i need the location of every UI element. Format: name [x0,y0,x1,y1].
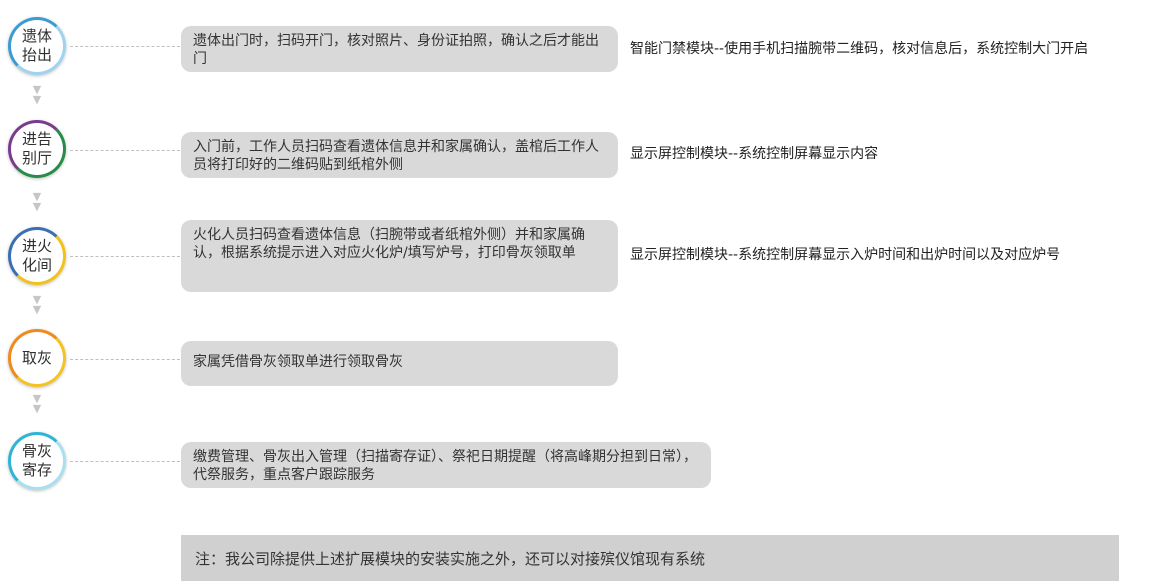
connector-dash [70,256,180,257]
down-arrow-icon: ▼▼ [32,392,42,415]
module-description: 显示屏控制模块--系统控制屏幕显示入炉时间和出炉时间以及对应炉号 [630,247,1061,263]
flow-step-5: 骨灰寄存 缴费管理、骨灰出入管理（扫描寄存证）、祭祀日期提醒（将高峰期分担到日常… [0,420,1155,500]
module-description: 智能门禁模块--使用手机扫描腕带二维码，核对信息后，系统控制大门开启 [630,41,1089,57]
down-arrow-icon: ▼▼ [32,83,42,106]
down-arrow-icon: ▼▼ [32,190,42,213]
footer-note: 注：我公司除提供上述扩展模块的安装实施之外，还可以对接殡仪馆现有系统 [181,535,1119,581]
step-label: 骨灰寄存 [21,442,52,479]
step-label: 进火化间 [21,237,52,274]
step-circle: 取灰 [8,329,66,387]
down-arrow-icon: ▼▼ [32,293,42,316]
step-description: 遗体出门时，扫码开门，核对照片、身份证拍照，确认之后才能出门 [181,26,618,72]
step-description: 家属凭借骨灰领取单进行领取骨灰 [181,341,618,386]
module-description: 显示屏控制模块--系统控制屏幕显示内容 [630,146,879,162]
connector-dash [70,461,180,462]
step-description: 入门前，工作人员扫码查看遗体信息并和家属确认，盖棺后工作人员将打印好的二维码贴到… [181,132,618,178]
step-description-text: 入门前，工作人员扫码查看遗体信息并和家属确认，盖棺后工作人员将打印好的二维码贴到… [193,139,599,173]
connector-dash [70,359,180,360]
step-label: 进告别厅 [21,130,52,167]
step-description: 缴费管理、骨灰出入管理（扫描寄存证）、祭祀日期提醒（将高峰期分担到日常），代祭服… [181,442,711,488]
step-description-text: 缴费管理、骨灰出入管理（扫描寄存证）、祭祀日期提醒（将高峰期分担到日常），代祭服… [193,449,697,483]
flow-step-4: 取灰 家属凭借骨灰领取单进行领取骨灰 [0,320,1155,400]
step-circle: 遗体抬出 [8,17,66,75]
connector-dash [70,150,180,151]
step-circle: 进火化间 [8,227,66,285]
flow-step-2: 进告别厅 入门前，工作人员扫码查看遗体信息并和家属确认，盖棺后工作人员将打印好的… [0,112,1155,192]
step-circle: 骨灰寄存 [8,432,66,490]
step-circle: 进告别厅 [8,120,66,178]
step-label: 遗体抬出 [21,27,52,64]
step-description-text: 火化人员扫码查看遗体信息（扫腕带或者纸棺外侧）并和家属确认，根据系统提示进入对应… [193,227,585,261]
flow-step-3: 进火化间 火化人员扫码查看遗体信息（扫腕带或者纸棺外侧）并和家属确认，根据系统提… [0,212,1155,292]
step-description-text: 家属凭借骨灰领取单进行领取骨灰 [193,354,403,370]
flow-step-1: 遗体抬出 遗体出门时，扫码开门，核对照片、身份证拍照，确认之后才能出门 智能门禁… [0,6,1155,86]
step-description-text: 遗体出门时，扫码开门，核对照片、身份证拍照，确认之后才能出门 [193,33,599,67]
connector-dash [70,46,180,47]
step-description: 火化人员扫码查看遗体信息（扫腕带或者纸棺外侧）并和家属确认，根据系统提示进入对应… [181,220,618,292]
step-label: 取灰 [21,348,52,367]
